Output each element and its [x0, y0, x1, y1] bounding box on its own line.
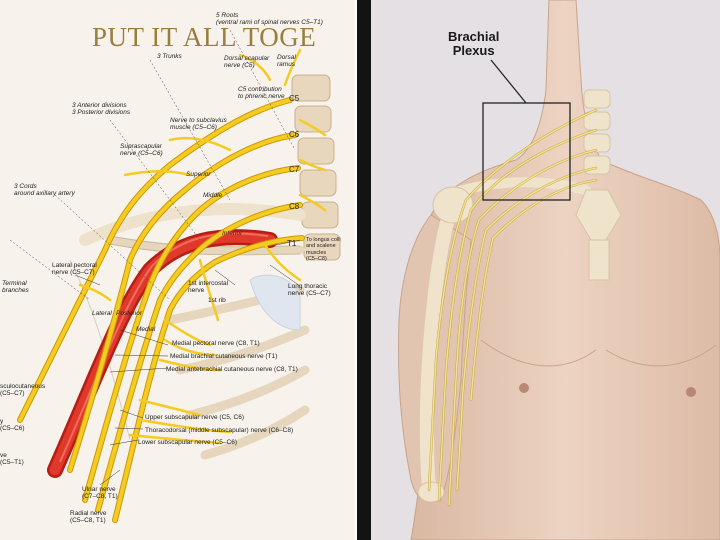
torso-art: [398, 0, 720, 540]
lung-apex: [249, 274, 301, 331]
pectoral-line: [480, 339, 597, 367]
label-inferior: Inferior: [222, 230, 243, 237]
torso-illustration: Brachial Plexus: [371, 0, 720, 540]
zoom-box: [482, 102, 571, 201]
label-c7: C7: [289, 165, 300, 174]
label-c6: C6: [289, 130, 300, 139]
title-clip: PUT IT ALL TOGE: [0, 0, 355, 70]
label-upper-subscapular: Upper subscapular nerve (C5, C6): [145, 414, 244, 421]
pectoral-line-right: [605, 344, 717, 367]
label-axillary: y (C5–C6): [0, 418, 25, 433]
label-superior: Superior: [186, 171, 211, 178]
panel-divider: [357, 0, 371, 540]
slide-title: PUT IT ALL TOGE: [92, 22, 317, 52]
diagram-art: [9, 29, 341, 523]
label-divisions: 3 Anterior divisions 3 Posterior divisio…: [72, 102, 131, 117]
label-c5: C5: [289, 94, 300, 103]
label-lateral: Lateral: [92, 310, 112, 317]
nipple-left: [519, 383, 529, 393]
vertebral-column: [291, 74, 341, 261]
label-lower-subscapular: Lower subscapular nerve (C5–C6): [138, 439, 237, 446]
label-dorsal-scapular: Dorsal scapular nerve (C5): [224, 55, 270, 70]
label-subclavius: Nerve to subclavius muscle (C5–C6): [170, 117, 227, 132]
nipple-right: [686, 387, 696, 397]
label-musculocutaneous: sculocutaneous (C5–C7): [0, 383, 46, 398]
label-t1: T1: [287, 239, 297, 248]
label-cords: 3 Cords around axillary artery: [14, 183, 75, 198]
nerves: [17, 48, 327, 523]
sternum-body: [588, 239, 610, 281]
label-suprascapular: Suprascapular nerve (C5–C6): [120, 143, 163, 158]
cervical-spine: [583, 89, 611, 175]
label-lateral-pectoral: Lateral pectoral nerve (C5–C7): [52, 262, 97, 277]
label-c5-contribution: C5 contribution to phrenic nerve: [238, 86, 285, 101]
callout-lines: [74, 239, 301, 486]
label-medial-antebrachial: Medial antebrachial cutaneous nerve (C8,…: [166, 366, 298, 373]
label-first-intercostal: 1st intercostal nerve: [188, 280, 229, 295]
label-trunks: 3 Trunks: [157, 53, 182, 60]
label-terminal-branches: Terminal branches: [2, 280, 29, 295]
label-middle: Middle: [203, 192, 223, 199]
label-long-thoracic: Long thoracic nerve (C5–C7): [288, 283, 331, 298]
label-pointer: [490, 59, 527, 104]
label-medial: Medial: [136, 326, 156, 333]
label-ulnar: Ulnar nerve (C7–C8, T1): [82, 486, 118, 501]
humerus: [419, 208, 456, 497]
label-longus-colli: To longus colli and scalene muscles (C5–…: [306, 237, 341, 262]
label-radial: Radial nerve (C5–C8, T1): [70, 510, 107, 525]
label-brachial-plexus: Brachial Plexus: [448, 29, 500, 59]
label-dorsal-ramus: Dorsal ramus: [277, 54, 296, 69]
label-roots: 5 Roots (ventral rami of spinal nerves C…: [216, 12, 323, 27]
label-first-rib: 1st rib: [208, 297, 226, 304]
label-medial-brachial: Medial brachial cutaneous nerve (T1): [170, 353, 278, 360]
shoulder-joint: [432, 186, 474, 224]
label-c8: C8: [289, 202, 300, 211]
label-median: ve (C5–T1): [0, 452, 24, 467]
label-medial-pectoral: Medial pectoral nerve (C8, T1): [172, 340, 260, 347]
label-posterior: Posterior: [116, 310, 143, 317]
arm-nerves: [427, 108, 598, 507]
label-thoracodorsal: Thoracodorsal (middle subscapular) nerve…: [145, 427, 294, 434]
leader-lines: [9, 29, 296, 301]
brachial-plexus-diagram: PUT IT ALL TOGE 5 Roots (ventral rami of…: [0, 0, 355, 540]
elbow-joint: [417, 481, 445, 503]
